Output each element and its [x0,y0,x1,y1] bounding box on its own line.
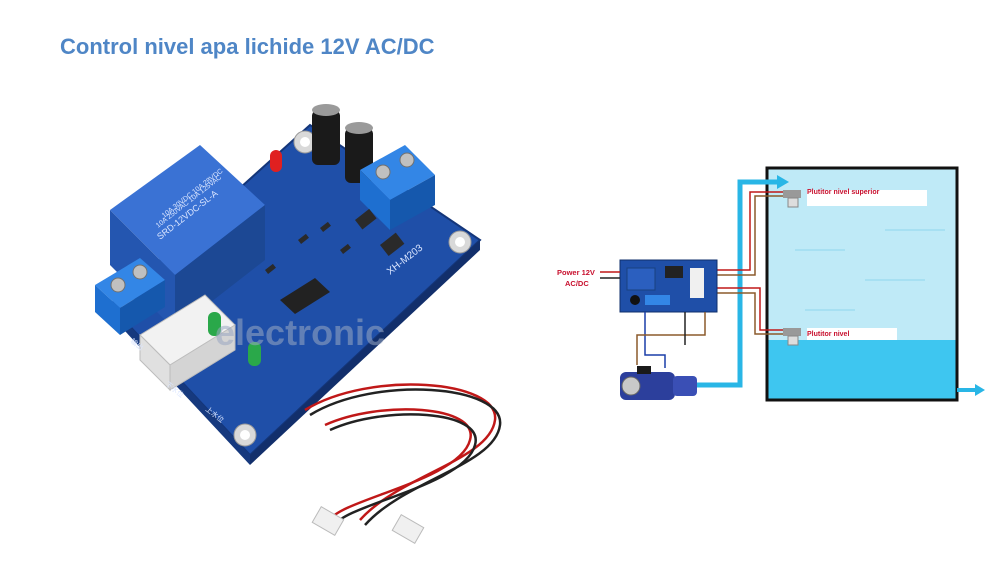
power-label: Power 12V [557,268,595,277]
inlet-pipe [695,179,780,388]
bottom-float-sensor [783,328,897,346]
wire-connectors [311,506,425,544]
sensor-wires [304,383,502,526]
power-terminal-block [360,145,435,230]
top-float-sensor [783,190,927,208]
relay: SRD-12VDC-SL-A 10A 250VAC 10A 125VAC 10A… [110,145,265,330]
power-wires [600,271,620,279]
water-pump [620,366,697,400]
red-led [270,150,282,172]
top-sensor-label: Plutitor nivel superior [807,189,880,196]
output-terminal-block [95,258,165,335]
bottom-sensor-label: Plutitor nivel [807,331,849,338]
page-title: Control nivel apa lichide 12V AC/DC [60,34,435,59]
product-photo: SRD-12VDC-SL-A 10A 250VAC 10A 125VAC 10A… [95,104,502,544]
ic-chip [280,278,330,314]
smd-components [265,208,405,274]
sensor-connector [139,294,236,392]
pump-wires [636,312,706,368]
water-tank [765,166,959,402]
green-leds [208,312,261,366]
wiring-diagram: Plutitor nivel superior Plutitor nivel P… [557,166,985,402]
watermark: electronic [215,312,385,353]
sensor-wires [717,191,783,335]
power-label-sub: AC/DC [565,279,589,288]
controller-module [619,259,718,313]
